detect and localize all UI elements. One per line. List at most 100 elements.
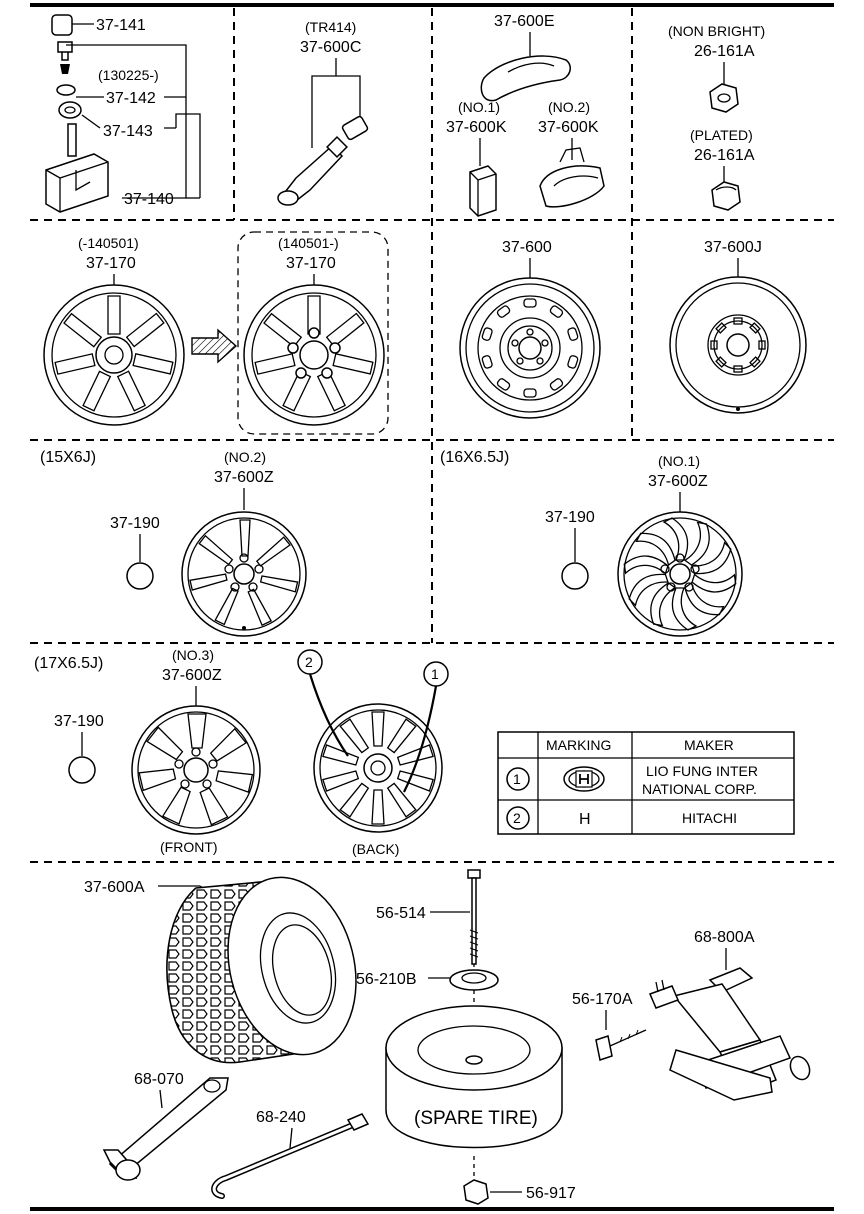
spare-wheel-group: 37-600J — [669, 239, 807, 414]
alloy-wheel-16-icon — [617, 511, 743, 637]
alloy-wheel-15-icon — [181, 511, 307, 637]
tire-part: 37-600A — [84, 879, 145, 896]
jack-handle-part: 68-240 — [256, 1109, 306, 1126]
wheel-17-group: (17X6.5J) (NO.3) 37-600Z 37-190 — [34, 647, 449, 857]
alloy-wheel-17-front-icon — [131, 705, 261, 835]
label-37-141: 37-141 — [96, 17, 146, 34]
maker-table: MARKING MAKER 1 LIO FUNG INTER NATIONAL … — [497, 731, 795, 835]
nut-part: 56-917 — [526, 1185, 576, 1202]
wheel-cover-old-group: (-140501) 37-170 — [43, 235, 185, 426]
wheel-new-note: (140501-) — [278, 235, 339, 251]
nut-nonbright-note: (NON BRIGHT) — [668, 23, 765, 39]
table-row-2-maker: HITACHI — [682, 810, 737, 826]
spare-mount-group: 56-514 56-210B (SPARE TIRE) 56-917 — [356, 869, 576, 1205]
weight-no1-part: 37-600K — [446, 119, 507, 136]
washer-part: 56-210B — [356, 971, 417, 988]
nut-plated-icon — [711, 181, 741, 211]
jack-bolt-icon — [595, 1029, 647, 1061]
valve-part: 37-600C — [300, 39, 361, 56]
bolt-part: 56-514 — [376, 905, 426, 922]
table-row-2-marking: H — [579, 811, 591, 828]
table-row-2-no-circle — [506, 806, 530, 830]
label-130225: (130225-) — [98, 67, 159, 83]
r16-note: (NO.1) — [658, 453, 700, 469]
label-37-143: 37-143 — [103, 123, 153, 140]
r15-size: (15X6J) — [40, 449, 96, 466]
spare-tire-label: (SPARE TIRE) — [414, 1108, 538, 1129]
jack-handle-group: 68-240 — [211, 1109, 370, 1199]
clip-weight-no1-icon — [469, 165, 497, 217]
weights-group: 37-600E (NO.1) 37-600K (NO.2) 37-600K — [446, 13, 605, 217]
adhesive-weight-icon — [480, 55, 571, 102]
r15-part: 37-600Z — [214, 469, 274, 486]
small-part-icon — [60, 64, 70, 74]
washer-icon — [56, 84, 76, 96]
lug-nuts-group: (NON BRIGHT) 26-161A (PLATED) 26-161A — [668, 23, 765, 211]
tpms-sensor-assembly: 37-141 (130225-) 37-142 37-143 37-140 — [45, 14, 201, 213]
scissor-jack-icon — [648, 967, 811, 1101]
tire-group: 37-600A — [84, 876, 357, 1064]
label-37-140: 37-140 — [124, 191, 174, 208]
center-cap-16-icon — [561, 562, 589, 590]
spare-nut-icon — [463, 1179, 489, 1205]
r15-note: (NO.2) — [224, 449, 266, 465]
hold-down-bolt-icon — [467, 869, 481, 965]
steel-wheel-part: 37-600 — [502, 239, 552, 256]
valve-cap-icon — [51, 14, 73, 36]
r17-back-label: (BACK) — [352, 841, 399, 857]
r17-front-label: (FRONT) — [160, 839, 218, 855]
grommet-icon — [58, 101, 82, 119]
table-row-1-no-circle — [506, 767, 530, 791]
table-row-2-no: 2 — [513, 810, 521, 826]
valve-stem-icon — [277, 115, 369, 206]
arrow-icon — [191, 328, 238, 364]
valve-note: (TR414) — [305, 19, 356, 35]
tpms-sensor-icon — [45, 123, 109, 213]
steel-wheel-group: 37-600 — [459, 239, 601, 419]
alloy-wheel-17-back-icon — [313, 703, 443, 833]
r15-cap: 37-190 — [110, 515, 160, 532]
r17-cap: 37-190 — [54, 713, 104, 730]
lug-wrench-icon — [102, 1077, 229, 1181]
wheel-cover-new-group: (140501-) 37-170 — [237, 231, 389, 435]
jack-group: 68-800A 56-170A — [572, 929, 811, 1101]
wheel-cover-new-icon — [243, 284, 385, 426]
table-row-1-maker-line2: NATIONAL CORP. — [642, 781, 757, 797]
r16-size: (16X6.5J) — [440, 449, 509, 466]
wheel-old-note: (-140501) — [78, 235, 139, 251]
wheel-cover-old-icon — [43, 284, 185, 426]
weight-no2-note: (NO.2) — [548, 99, 590, 115]
table-header-maker: MAKER — [684, 737, 734, 753]
valve-stem-group: (TR414) 37-600C — [277, 19, 369, 206]
jack-handle-icon — [211, 1113, 370, 1199]
wheel-15-group: (15X6J) (NO.2) 37-600Z 37-190 — [40, 449, 307, 637]
nut-plated-part: 26-161A — [694, 147, 755, 164]
callout-1-text: 1 — [431, 666, 439, 682]
spare-tire-icon — [385, 1005, 563, 1149]
lug-wrench-group: 68-070 — [102, 1071, 229, 1181]
wheel-new-part: 37-170 — [286, 255, 336, 272]
clip-weight-no2-icon — [539, 147, 605, 208]
nut-plated-note: (PLATED) — [690, 127, 753, 143]
r16-cap: 37-190 — [545, 509, 595, 526]
spare-wheel-part: 37-600J — [704, 239, 762, 256]
r17-size: (17X6.5J) — [34, 655, 103, 672]
tire-icon — [166, 876, 357, 1064]
callout-2-text: 2 — [305, 654, 313, 670]
r17-note: (NO.3) — [172, 647, 214, 663]
spare-wheel-icon — [669, 276, 807, 414]
valve-core-icon — [57, 41, 73, 61]
r16-part: 37-600Z — [648, 473, 708, 490]
wheel-old-part: 37-170 — [86, 255, 136, 272]
jack-bolt-part: 56-170A — [572, 991, 633, 1008]
frame — [30, 3, 834, 1211]
table-header-marking: MARKING — [546, 737, 611, 753]
wheel-16-group: (16X6.5J) (NO.1) 37-600Z 37-190 — [440, 449, 743, 637]
table-row-1-maker-line1: LIO FUNG INTER — [646, 763, 758, 779]
r17-part: 37-600Z — [162, 667, 222, 684]
weight-top-part: 37-600E — [494, 13, 555, 30]
jack-part: 68-800A — [694, 929, 755, 946]
nut-nonbright-icon — [709, 83, 739, 113]
weight-no1-note: (NO.1) — [458, 99, 500, 115]
